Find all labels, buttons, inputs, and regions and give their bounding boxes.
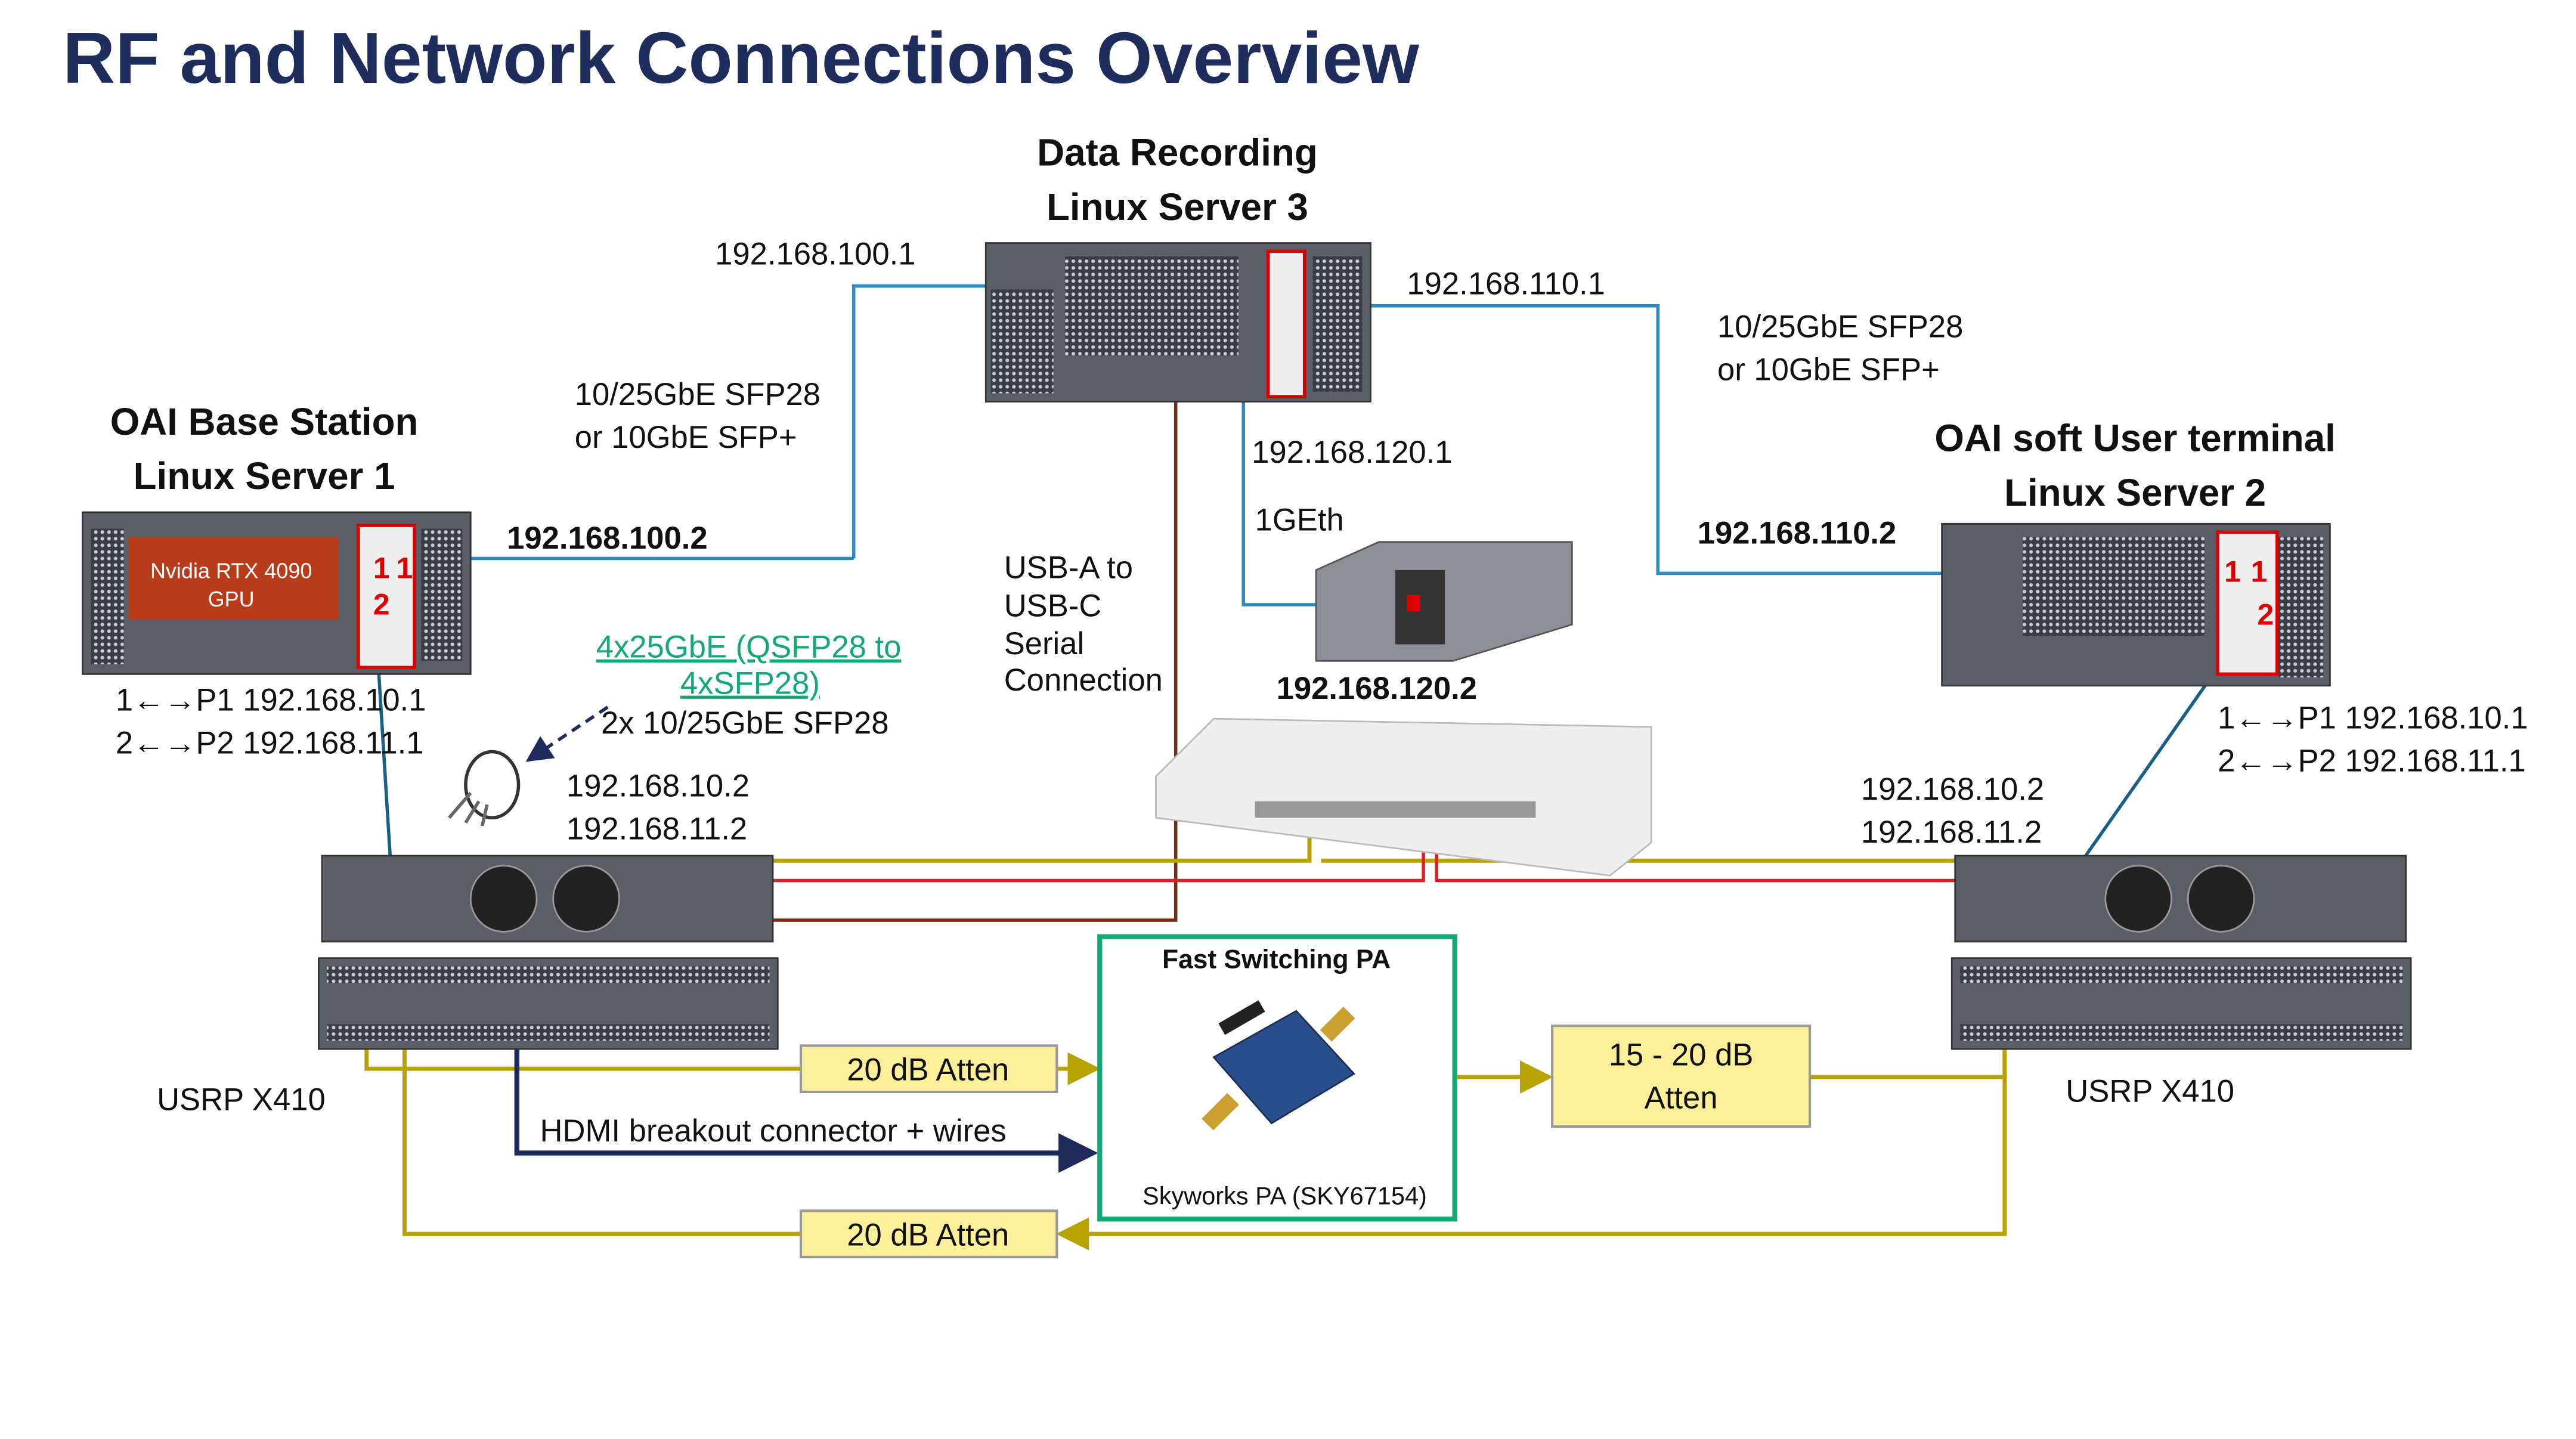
clock-distribution-device [1155,717,1652,877]
pa-title: Fast Switching PA [1162,945,1391,974]
usb-label-line3: Serial [1004,626,1085,661]
usb-label-line1: USB-A to [1004,550,1133,586]
sfp-right-line1: 10/25GbE SFP28 [1717,309,1963,344]
hdmi-link [514,1032,1098,1173]
server2-title-line1: OAI soft User terminal [1934,417,2335,460]
rf-return [1055,991,2007,1251]
usrp-left-ip2: 192.168.11.2 [566,811,747,846]
usb-label-line4: Connection [1004,663,1163,698]
usrp-left-label: USRP X410 [157,1082,326,1117]
breakout-link-line2[interactable]: 4xSFP28) [680,666,820,701]
gpu-label-line2: GPU [208,587,255,611]
pa-caption: Skyworks PA (SKY67154) [1143,1181,1427,1209]
server1-ip: 192.168.100.2 [507,521,707,556]
server3-device [984,242,1371,403]
server2-ip: 192.168.110.2 [1698,516,1897,551]
atten-right-box [1551,1025,1812,1128]
sfp-left-line2: or 10GbE SFP+ [575,420,797,455]
svg-text:1: 1 [373,552,390,585]
ni-device-ip: 192.168.120.2 [1277,671,1477,706]
hdmi-label: HDMI breakout connector + wires [540,1113,1007,1149]
breakout-pointer [525,705,609,762]
usrp-right-label: USRP X410 [2066,1074,2234,1109]
usrp-right-ip1: 192.168.10.2 [1861,772,2044,807]
atten-bottom-label: 20 dB Atten [847,1218,1009,1253]
server1-device: 1 1 2 [82,511,472,675]
server1-title-line1: OAI Base Station [110,401,419,443]
svg-text:1: 1 [2250,555,2267,588]
usb-label-line2: USB-C [1004,588,1102,623]
server2-port2: 2←→P2 192.168.11.1 [2218,744,2526,779]
usrp-right-ip2: 192.168.11.2 [1861,815,2042,850]
server1-title-line2: Linux Server 1 [134,455,395,497]
atten-right-line1: 15 - 20 dB [1609,1038,1754,1073]
usrp-left-ip1: 192.168.10.2 [566,768,750,803]
gpu-label-line1: Nvidia RTX 4090 [150,559,312,583]
usrp-right-device [1950,855,2412,1050]
server1-port2: 2←→P2 192.168.11.1 [116,725,424,760]
server2-port1: 1←→P1 192.168.10.1 [2218,701,2528,736]
server3-title-line2: Linux Server 3 [1046,186,1308,228]
sfp-left-line1: 10/25GbE SFP28 [575,377,821,412]
atten-top-box [800,1044,1058,1094]
svg-text:2: 2 [2258,598,2274,631]
rf-return-left [402,991,801,1236]
server2-title-line2: Linux Server 2 [2004,472,2266,514]
svg-text:1: 1 [397,552,413,585]
page-title: RF and Network Connections Overview [63,17,1419,98]
server1-port1: 1←→P1 192.168.10.1 [116,682,426,717]
breakout-sfp-label: 2x 10/25GbE SFP28 [601,705,889,741]
atten-right-line2: Atten [1645,1081,1718,1116]
ni-controller-device [1315,541,1573,662]
svg-text:1: 1 [2224,555,2241,588]
breakout-cable-image [448,750,521,827]
pa-board-image [1202,1000,1355,1131]
server3-ip-left: 192.168.100.1 [715,237,915,272]
server3-ip-right: 192.168.110.1 [1407,266,1605,301]
sfp-right-line2: or 10GbE SFP+ [1717,352,1940,387]
server2-device: 1 1 2 [1941,522,2331,687]
eth-label: 1GEth [1255,502,1344,537]
server3-title-line1: Data Recording [1037,131,1318,174]
svg-text:2: 2 [373,588,390,621]
breakout-link-line1[interactable]: 4x25GbE (QSFP28 to [596,630,902,665]
atten-top-label: 20 dB Atten [847,1053,1009,1088]
usrp-left-device [318,855,779,1050]
atten-bottom-box [800,1209,1058,1258]
server3-ip-down: 192.168.120.1 [1252,435,1452,470]
sfp-link-left [364,633,394,876]
